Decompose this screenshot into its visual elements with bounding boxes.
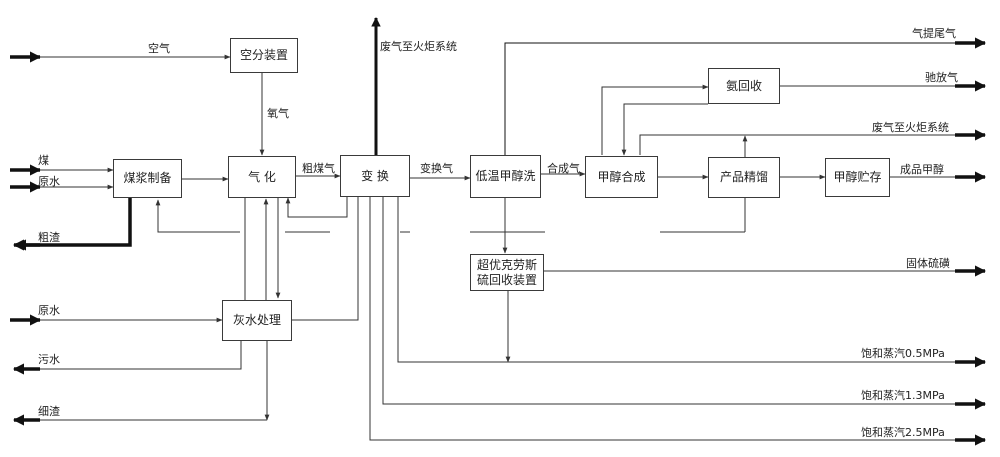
steam-05-label: 饱和蒸汽0.5MPa (861, 347, 945, 360)
flare-right-label: 废气至火炬系统 (872, 121, 949, 134)
ammonia-recovery-unit: 氨回收 (708, 68, 780, 104)
ammonia-to-syn-line (621, 103, 708, 156)
sulfur-recovery-unit: 超优克劳斯 硫回收装置 (470, 254, 544, 291)
raw-water-label-1: 原水 (38, 175, 60, 188)
methanol-storage-unit: 甲醇贮存 (825, 158, 890, 197)
steam-25-label: 饱和蒸汽2.5MPa (861, 426, 945, 439)
gasification-unit: 气 化 (228, 156, 296, 198)
slurry-preparation-unit: 煤浆制备 (113, 159, 182, 198)
shift-return-line (285, 196, 348, 218)
steam-13-line (382, 197, 986, 406)
syngas-label: 合成气 (547, 162, 580, 175)
greywater-to-shift-line (292, 197, 359, 321)
sulfur-label: 固体硫磺 (906, 257, 950, 270)
sewage-label: 污水 (38, 353, 60, 366)
shift-unit: 变 换 (340, 155, 410, 197)
product-distillation-unit: 产品精馏 (708, 157, 780, 198)
sulfur-recovery-label-2: 硫回收装置 (476, 272, 537, 287)
greywater-treatment-unit: 灰水处理 (222, 300, 292, 341)
fine-slag-label: 细渣 (38, 405, 60, 418)
flare-right-line (639, 133, 986, 155)
oxygen-label: 氧气 (267, 107, 289, 120)
methanol-synthesis-unit: 甲醇合成 (585, 156, 658, 198)
steam-25-line (369, 197, 986, 442)
air-label: 空气 (148, 42, 170, 55)
purge-gas-label: 驰放气 (925, 71, 958, 84)
recycle-line-seg6 (155, 199, 240, 233)
coarse-slag-label: 粗渣 (38, 231, 60, 244)
stripper-tail-line (504, 41, 986, 155)
shifted-gas-label: 变换气 (420, 162, 453, 175)
rectisol-unit: 低温甲醇洗 (470, 155, 541, 198)
crude-gas-label: 粗煤气 (302, 162, 335, 175)
raw-water-label-2: 原水 (38, 304, 60, 317)
stripper-tail-label: 气提尾气 (912, 27, 956, 40)
coal-label: 煤 (38, 154, 49, 167)
sulfur-recovery-label-1: 超优克劳斯 (476, 257, 537, 272)
steam-05-line (397, 197, 986, 364)
product-label: 成品甲醇 (900, 163, 944, 176)
air-separation-unit: 空分装置 (230, 38, 298, 73)
sewage-line (15, 341, 242, 371)
flare-top-label: 废气至火炬系统 (380, 40, 457, 53)
coarse-slag-line (14, 198, 132, 251)
steam-13-label: 饱和蒸汽1.3MPa (861, 389, 945, 402)
syn-to-ammonia-line (601, 84, 709, 155)
